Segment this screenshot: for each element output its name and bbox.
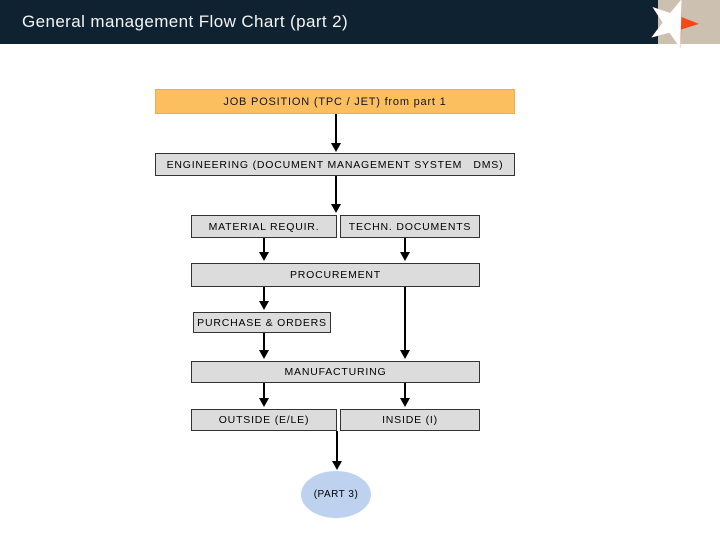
flow-node-outside: OUTSIDE (E/LE) — [191, 409, 337, 431]
arrowhead-icon — [400, 398, 410, 407]
arrowhead-icon — [259, 350, 269, 359]
connector-line — [404, 238, 406, 253]
flow-node-manufacturing: MANUFACTURING — [191, 361, 480, 383]
star-logo-icon — [646, 0, 708, 52]
connector-line — [335, 176, 337, 205]
flow-node-part3: (PART 3) — [301, 471, 371, 518]
arrowhead-icon — [259, 398, 269, 407]
flow-node-purchase-orders: PURCHASE & ORDERS — [193, 312, 331, 333]
title-bar: General management Flow Chart (part 2) — [0, 0, 658, 44]
arrowhead-icon — [332, 461, 342, 470]
connector-line — [263, 287, 265, 302]
connector-line — [263, 383, 265, 399]
connector-line — [335, 114, 337, 144]
connector-line — [263, 238, 265, 253]
flow-node-engineering: ENGINEERING (DOCUMENT MANAGEMENT SYSTEM … — [155, 153, 515, 176]
flow-node-inside: INSIDE (I) — [340, 409, 480, 431]
arrowhead-icon — [331, 204, 341, 213]
connector-line — [404, 383, 406, 399]
arrowhead-icon — [400, 252, 410, 261]
flow-node-material-requir: MATERIAL REQUIR. — [191, 215, 337, 238]
connector-line — [263, 333, 265, 351]
slide-title: General management Flow Chart (part 2) — [22, 12, 349, 31]
arrowhead-icon — [331, 143, 341, 152]
connector-line — [404, 287, 406, 351]
connector-line — [336, 431, 338, 462]
arrowhead-icon — [400, 350, 410, 359]
flow-node-techn-documents: TECHN. DOCUMENTS — [340, 215, 480, 238]
flow-node-procurement: PROCUREMENT — [191, 263, 480, 287]
arrowhead-icon — [259, 252, 269, 261]
flow-node-job-position: JOB POSITION (TPC / JET) from part 1 — [155, 89, 515, 114]
arrowhead-icon — [259, 301, 269, 310]
